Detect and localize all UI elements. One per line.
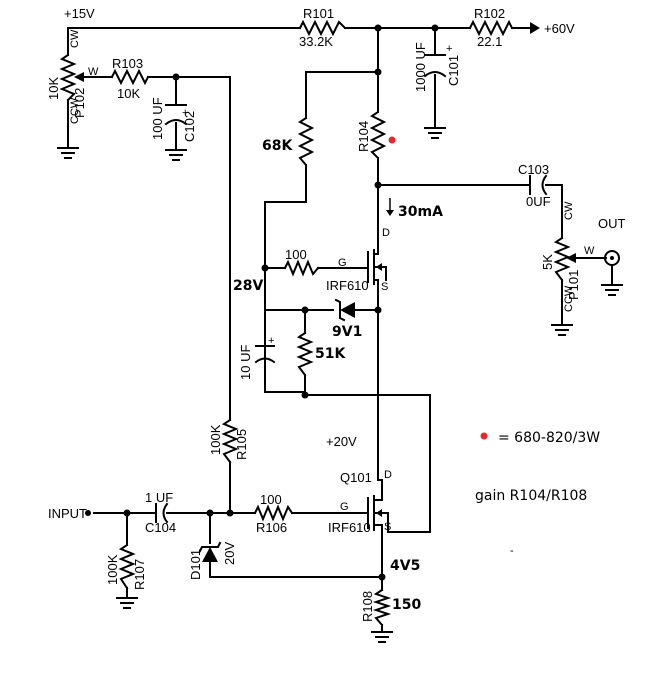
- capacitor-c102: +: [164, 104, 188, 126]
- p101-value: 5K: [540, 254, 555, 270]
- r101-value: 33.2K: [299, 34, 333, 49]
- c102-name: C102: [182, 111, 197, 142]
- resistor-r101: [298, 19, 347, 37]
- gain-note: gain R104/R108: [475, 488, 587, 504]
- legend-marker-dot: [480, 432, 488, 440]
- current-label: 30mA: [398, 204, 443, 220]
- p102-value: 10K: [46, 77, 61, 100]
- mosfet-q101: [367, 479, 389, 533]
- d101-value: 20V: [222, 542, 237, 565]
- capacitor-c104: [155, 502, 169, 524]
- mosfet-upper-part: IRF610: [326, 278, 369, 293]
- r106-value: 100: [260, 492, 282, 507]
- r104-marker-dot: [388, 136, 396, 144]
- output-jack: [604, 250, 620, 266]
- r104-name: R104: [356, 121, 371, 152]
- mosfet-upper-gate: G: [338, 257, 347, 269]
- mosfet-upper-source: S: [381, 281, 388, 293]
- resistor-r103: [110, 68, 150, 86]
- c101-value: 1000 UF: [413, 42, 428, 92]
- resistor-51k: [296, 331, 314, 377]
- c103-name: C103: [518, 162, 549, 177]
- c103-value: 0UF: [526, 194, 551, 209]
- mosfet-upper-drain: D: [382, 227, 390, 239]
- d101-name: D101: [188, 549, 203, 580]
- r68k-value: 68K: [262, 138, 293, 154]
- junction-dots: [85, 24, 439, 581]
- p102-cw: CW: [69, 29, 81, 48]
- p101-name: P101: [566, 270, 581, 300]
- node-28v-label: 28V: [233, 278, 263, 294]
- c102-value: 100 UF: [150, 97, 165, 140]
- resistor-r106: [253, 504, 294, 522]
- svg-text:+: +: [182, 107, 188, 119]
- plus60v-arrow: [530, 22, 540, 34]
- c101-name: C101: [446, 55, 461, 86]
- q101-drain: D: [384, 469, 392, 481]
- capacitor-c101: +: [423, 43, 452, 78]
- r-gate-value: 100: [285, 247, 307, 262]
- r102-name: R102: [474, 6, 505, 21]
- r108-value: 150: [392, 597, 421, 613]
- input-label: INPUT: [48, 506, 87, 521]
- r101-name: R101: [303, 6, 334, 21]
- rail-60v-label: +60V: [544, 21, 575, 36]
- r107-name: R107: [132, 559, 147, 590]
- potentiometer-p102: [59, 53, 84, 102]
- p102-wiper: W: [88, 66, 99, 78]
- capacitor-c103: [529, 174, 548, 196]
- q101-part: IRF610: [328, 520, 371, 535]
- svg-text:+: +: [268, 335, 274, 347]
- resistor-r104: [369, 110, 387, 160]
- r103-value: 10K: [117, 86, 140, 101]
- c10-value: 10 UF: [238, 345, 253, 380]
- output-label: OUT: [598, 216, 626, 231]
- zener-9v1-value: 9V1: [332, 324, 362, 340]
- mosfet-upper: [367, 237, 387, 291]
- stray-mark: -: [510, 545, 514, 557]
- r105-name: R105: [234, 429, 249, 460]
- r106-name: R106: [256, 520, 287, 535]
- q101-source: S: [384, 521, 391, 533]
- q101-gate: G: [340, 501, 349, 513]
- r108-name: R108: [360, 591, 375, 622]
- r105-value: 100K: [208, 424, 223, 455]
- node-4v5-label: 4V5: [390, 558, 420, 574]
- svg-text:+: +: [446, 43, 452, 55]
- resistor-r107: [118, 543, 136, 590]
- current-arrow: [386, 198, 394, 216]
- p102-ccw: CCW: [69, 97, 81, 124]
- resistor-68k: [297, 116, 315, 167]
- zener-diode-9v1: [334, 298, 355, 322]
- p101-wiper: W: [584, 245, 595, 257]
- r107-value: 100K: [105, 554, 120, 585]
- p101-ccw: CCW: [563, 285, 575, 312]
- resistor-r105: [221, 418, 239, 464]
- resistor-gate-100: [283, 259, 320, 277]
- wires: [67, 27, 613, 633]
- zener-diode-d101: [198, 541, 222, 562]
- r102-value: 22.1: [477, 34, 502, 49]
- resistor-r102: [468, 19, 514, 37]
- rail-15v-label: +15V: [64, 6, 95, 21]
- c104-name: C104: [145, 520, 176, 535]
- p101-cw: CW: [563, 201, 575, 220]
- capacitor-10uf: +: [254, 309, 276, 393]
- r103-name: R103: [112, 56, 143, 71]
- q101-name: Q101: [340, 470, 372, 485]
- r51k-value: 51K: [315, 346, 346, 362]
- ground-symbols: [57, 127, 623, 643]
- p102-name: P102: [72, 88, 87, 118]
- legend-text: = 680-820/3W: [498, 430, 600, 446]
- c104-value: 1 UF: [145, 490, 173, 505]
- rail-20v-label: +20V: [326, 434, 357, 449]
- resistor-r108: [372, 588, 392, 627]
- potentiometer-p101: [553, 236, 576, 282]
